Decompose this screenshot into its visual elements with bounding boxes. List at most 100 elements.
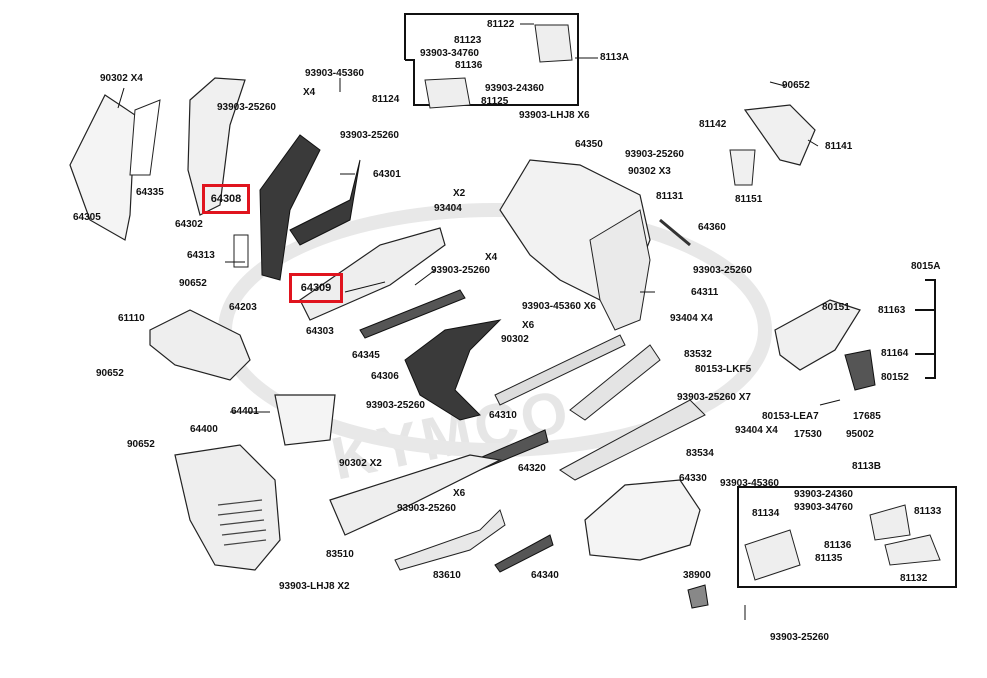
- callout-93903-25260-c: 93903-25260: [625, 149, 684, 160]
- callout-64330: 64330: [679, 473, 707, 484]
- part-64360: [659, 218, 691, 247]
- part-64301: [259, 134, 321, 281]
- callout-93404-x4-b: 93404 X4: [735, 425, 778, 436]
- callout-64350: 64350: [575, 139, 603, 150]
- callout-x6: X6: [522, 320, 535, 331]
- callout-x4-b: X4: [485, 252, 498, 263]
- callout-8113a: 8113A: [600, 52, 629, 63]
- callout-95002: 95002: [846, 429, 874, 440]
- callout-80151: 80151: [822, 302, 850, 313]
- part-64401: [274, 394, 336, 446]
- callout-93903-45360-b: 93903-45360: [720, 478, 779, 489]
- callout-81123: 81123: [454, 35, 482, 46]
- callout-93903-25260-b: 93903-25260: [340, 130, 399, 141]
- part-81122: [534, 24, 573, 63]
- callout-90302-x4: 90302 X4: [100, 73, 143, 84]
- callout-83534: 83534: [686, 448, 714, 459]
- callout-93903-45360-x6: 93903-45360 X6: [522, 301, 596, 312]
- callout-81131: 81131: [656, 191, 684, 202]
- part-64306: [404, 319, 502, 421]
- part-64400: [174, 444, 281, 571]
- callout-81142: 81142: [699, 119, 727, 130]
- part-81124: [424, 77, 471, 109]
- callout-81134: 81134: [752, 508, 780, 519]
- part-64305: [69, 94, 136, 241]
- callout-93903-25260-d: 93903-25260: [431, 265, 490, 276]
- part-64302: [187, 77, 246, 216]
- callout-80153-lkf5: 80153-LKF5: [695, 364, 752, 375]
- part-81133: [869, 504, 911, 541]
- part-64345: [359, 289, 466, 339]
- callout-64311: 64311: [691, 287, 719, 298]
- callout-93903-lhj8-x6: 93903-LHJ8 X6: [519, 110, 590, 121]
- callout-83532: 83532: [684, 349, 712, 360]
- callout-64310: 64310: [489, 410, 517, 421]
- callout-64306: 64306: [371, 371, 399, 382]
- callout-93903-45360-a: 93903-45360: [305, 68, 364, 79]
- label-64309: 64309: [300, 282, 332, 294]
- callout-64335: 64335: [136, 187, 164, 198]
- callout-81133: 81133: [914, 506, 942, 517]
- callout-81122: 81122: [487, 19, 515, 30]
- part-81141: [743, 104, 816, 166]
- callout-83610: 83610: [433, 570, 461, 581]
- label-64308: 64308: [210, 193, 242, 205]
- part-64313: [233, 234, 249, 268]
- callout-64303: 64303: [306, 326, 334, 337]
- callout-64345: 64345: [352, 350, 380, 361]
- part-83610: [394, 509, 506, 571]
- part-64340: [494, 534, 554, 573]
- callout-83510: 83510: [326, 549, 354, 560]
- callout-17530: 17530: [794, 429, 822, 440]
- callout-81124: 81124: [372, 94, 400, 105]
- callout-81164: 81164: [881, 348, 909, 359]
- callout-64305: 64305: [73, 212, 101, 223]
- callout-81151: 81151: [735, 194, 763, 205]
- callout-93404-a: 93404: [434, 203, 462, 214]
- leader-lines: [117, 23, 841, 620]
- callout-93903-25260-a: 93903-25260: [217, 102, 276, 113]
- highlight-64308[interactable]: 64308: [202, 184, 250, 214]
- callout-61110: 61110: [118, 313, 145, 324]
- callout-81125: 81125: [481, 96, 509, 107]
- callout-x2-a: X2: [453, 188, 466, 199]
- part-83510: [329, 454, 502, 536]
- part-83532: [569, 344, 661, 421]
- highlight-64309[interactable]: 64309: [289, 273, 343, 303]
- callout-81132: 81132: [900, 573, 928, 584]
- part-81132: [884, 534, 941, 566]
- callout-90302-x3: 90302 X3: [628, 166, 671, 177]
- callout-93903-lhj8-x2: 93903-LHJ8 X2: [279, 581, 350, 592]
- part-81135: [744, 529, 801, 581]
- callout-64313: 64313: [187, 250, 215, 261]
- callout-93903-25260-x7: 93903-25260 X7: [677, 392, 751, 403]
- callout-90652-c: 90652: [96, 368, 124, 379]
- callout-64320: 64320: [518, 463, 546, 474]
- callout-93903-25260-g: 93903-25260: [397, 503, 456, 514]
- callout-80152: 80152: [881, 372, 909, 383]
- bracket-8015a: [925, 279, 936, 379]
- callout-64360: 64360: [698, 222, 726, 233]
- part-64311: [589, 209, 651, 331]
- part-61110: [149, 309, 251, 381]
- callout-90652-b: 90652: [179, 278, 207, 289]
- callout-90302-b: 90302: [501, 334, 529, 345]
- inset-frame-8113b: [737, 486, 957, 588]
- part-83534: [559, 399, 706, 481]
- part-80152: [844, 349, 876, 391]
- callout-8015a: 8015A: [911, 261, 941, 272]
- part-38900: [687, 584, 709, 609]
- callout-81135: 81135: [815, 553, 843, 564]
- part-64335: [129, 99, 161, 176]
- part-64330: [584, 479, 701, 561]
- callout-93903-25260-e: 93903-25260: [693, 265, 752, 276]
- part-81151: [729, 149, 756, 186]
- callout-64302: 64302: [175, 219, 203, 230]
- callout-93404-x4-a: 93404 X4: [670, 313, 713, 324]
- callout-80153-lea7: 80153-LEA7: [762, 411, 819, 422]
- callout-64340: 64340: [531, 570, 559, 581]
- callout-64301: 64301: [373, 169, 401, 180]
- callout-81136-b: 81136: [824, 540, 852, 551]
- callout-64203: 64203: [229, 302, 257, 313]
